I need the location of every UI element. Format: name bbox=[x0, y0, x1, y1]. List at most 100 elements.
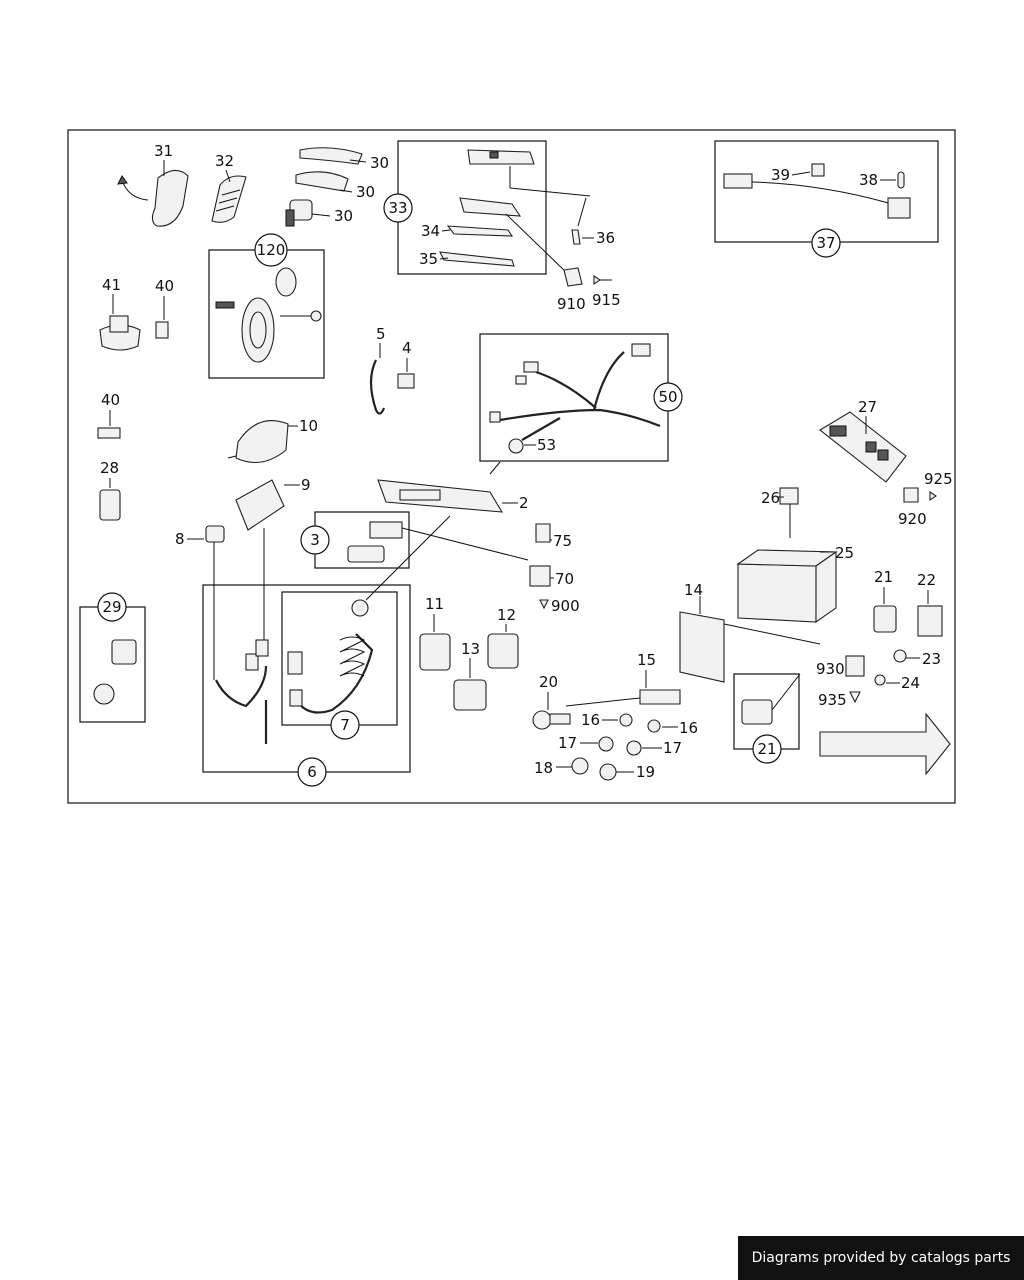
part-935-pin bbox=[849, 691, 861, 704]
callout-920: 920 bbox=[898, 510, 927, 528]
part-21b-connector bbox=[873, 605, 897, 633]
callout-22: 22 bbox=[917, 571, 936, 589]
callout-20: 20 bbox=[539, 673, 558, 691]
callout-11: 11 bbox=[425, 595, 444, 613]
callout-39: 39 bbox=[771, 166, 790, 184]
callout-19: 19 bbox=[636, 763, 655, 781]
callout-900: 900 bbox=[551, 597, 580, 615]
part-41-knob bbox=[99, 315, 141, 351]
part-31-cover bbox=[117, 169, 189, 227]
part-32-lens bbox=[211, 175, 247, 223]
callout-circle-29: 29 bbox=[97, 592, 127, 622]
callout-37: 37 bbox=[816, 234, 835, 252]
callout-7: 7 bbox=[340, 716, 350, 734]
part-22-plate bbox=[917, 605, 943, 637]
part-29-lock bbox=[93, 639, 137, 705]
callout-53: 53 bbox=[537, 436, 556, 454]
callout-16-left: 16 bbox=[581, 711, 600, 729]
callout-935: 935 bbox=[818, 691, 847, 709]
callout-9: 9 bbox=[301, 476, 311, 494]
part-6-7-harness bbox=[215, 599, 374, 744]
part-20-bolt bbox=[532, 710, 571, 730]
callout-circle-120: 120 bbox=[254, 233, 288, 267]
callout-circle-6: 6 bbox=[297, 757, 327, 787]
callout-2: 2 bbox=[519, 494, 529, 512]
callout-15: 15 bbox=[637, 651, 656, 669]
part-2-bracket bbox=[377, 461, 504, 513]
callout-30-bottom: 30 bbox=[334, 207, 353, 225]
part-28-switch bbox=[99, 489, 121, 521]
callout-17-right: 17 bbox=[663, 739, 682, 757]
part-5-strap bbox=[369, 359, 386, 415]
part-30-lamps bbox=[285, 147, 367, 227]
callout-930: 930 bbox=[816, 660, 845, 678]
group-box-29 bbox=[79, 606, 146, 723]
part-21-lead bbox=[771, 673, 801, 711]
callout-18: 18 bbox=[534, 759, 553, 777]
part-50-harness bbox=[489, 343, 661, 454]
callout-30-middle: 30 bbox=[356, 183, 375, 201]
callout-5: 5 bbox=[376, 325, 386, 343]
callout-75: 75 bbox=[553, 532, 572, 550]
callout-25: 25 bbox=[835, 544, 854, 562]
part-4-clip bbox=[397, 373, 415, 389]
callout-4: 4 bbox=[402, 339, 412, 357]
callout-40-top: 40 bbox=[155, 277, 174, 295]
diagram-frame bbox=[67, 129, 956, 804]
callout-34: 34 bbox=[421, 222, 440, 240]
callout-circle-21: 21 bbox=[752, 734, 782, 764]
callout-24: 24 bbox=[901, 674, 920, 692]
callout-3: 3 bbox=[310, 531, 320, 549]
part-16-19-hardware bbox=[571, 713, 661, 781]
part-3-fuse-block bbox=[347, 515, 529, 601]
part-13-switch bbox=[453, 679, 487, 711]
part-75-70-900-fuses bbox=[529, 523, 551, 610]
callout-circle-7: 7 bbox=[330, 710, 360, 740]
callout-40-bottom: 40 bbox=[101, 391, 120, 409]
group-box-6 bbox=[202, 584, 411, 773]
part-11-switch bbox=[419, 633, 451, 671]
part-26-terminal bbox=[779, 487, 799, 505]
callout-13: 13 bbox=[461, 640, 480, 658]
callout-circle-37: 37 bbox=[811, 228, 841, 258]
callout-31: 31 bbox=[154, 142, 173, 160]
part-21-connector bbox=[741, 699, 773, 725]
callout-circle-50: 50 bbox=[653, 382, 683, 412]
callout-30-top: 30 bbox=[370, 154, 389, 172]
callout-21: 21 bbox=[874, 568, 893, 586]
callout-27: 27 bbox=[858, 398, 877, 416]
callout-50: 50 bbox=[658, 388, 677, 406]
callout-8: 8 bbox=[175, 530, 185, 548]
direction-arrow-icon bbox=[819, 712, 951, 776]
callout-910: 910 bbox=[557, 295, 586, 313]
part-8-sensor bbox=[205, 525, 225, 680]
callout-35: 35 bbox=[419, 250, 438, 268]
part-10-motor bbox=[227, 420, 289, 464]
part-930-cap bbox=[845, 655, 865, 677]
callout-70: 70 bbox=[555, 570, 574, 588]
part-23-washer bbox=[893, 649, 907, 663]
callout-915: 915 bbox=[592, 291, 621, 309]
group-box-37 bbox=[714, 140, 939, 243]
callout-26: 26 bbox=[761, 489, 780, 507]
callout-17-left: 17 bbox=[558, 734, 577, 752]
part-12-switch bbox=[487, 633, 519, 669]
callout-38: 38 bbox=[859, 171, 878, 189]
callout-16-right: 16 bbox=[679, 719, 698, 737]
part-33-lamp-set bbox=[439, 149, 612, 287]
callout-6: 6 bbox=[307, 763, 317, 781]
part-25-battery bbox=[736, 549, 838, 624]
footer-credit: Diagrams provided by catalogs parts bbox=[738, 1236, 1024, 1280]
part-24-screw bbox=[874, 674, 886, 686]
callout-10: 10 bbox=[299, 417, 318, 435]
part-40-plugs bbox=[97, 321, 169, 439]
callout-120: 120 bbox=[257, 241, 286, 259]
part-9-module bbox=[235, 479, 285, 650]
callout-41: 41 bbox=[102, 276, 121, 294]
part-120-speaker bbox=[215, 267, 322, 363]
callout-32: 32 bbox=[215, 152, 234, 170]
callout-33: 33 bbox=[388, 199, 407, 217]
callout-36: 36 bbox=[596, 229, 615, 247]
callout-21-circled: 21 bbox=[757, 740, 776, 758]
